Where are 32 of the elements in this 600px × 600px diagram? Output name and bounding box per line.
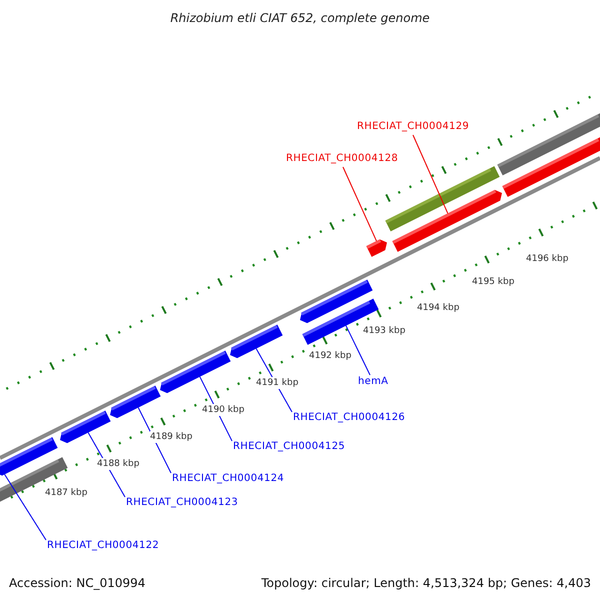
axis-label: 4192 kbp	[309, 350, 352, 362]
gene-label: RHECIAT_CH0004122	[47, 540, 160, 552]
leader-line	[4, 474, 46, 540]
leader-line	[342, 166, 377, 242]
gene-feature	[366, 239, 387, 257]
gene-feature	[0, 437, 58, 476]
gene-label: RHECIAT_CH0004129	[357, 121, 470, 133]
gene-label: RHECIAT_CH0004124	[172, 473, 284, 485]
axis-label: 4189 kbp	[150, 431, 192, 443]
gene-label: RHECIAT_CH0004126	[293, 412, 406, 424]
leader-line	[346, 325, 370, 376]
gene-feature	[60, 410, 111, 444]
gene-feature	[230, 324, 283, 358]
axis-label: 4196 kbp	[526, 253, 568, 265]
gene-label: RHECIAT_CH0004128	[286, 153, 398, 165]
axis-label: 4187 kbp	[45, 487, 88, 499]
axis-label: 4193 kbp	[363, 325, 406, 337]
gene-label: hemA	[358, 376, 388, 388]
axis-label: 4191 kbp	[256, 377, 298, 389]
gene-feature	[392, 190, 502, 252]
axis-label: 4190 kbp	[202, 404, 244, 416]
axis-label: 4195 kbp	[472, 276, 514, 288]
footer-text: Accession: NC_010994	[9, 576, 146, 591]
axis-label: 4188 kbp	[97, 458, 140, 470]
axis-label: 4194 kbp	[417, 302, 460, 314]
gene-label: RHECIAT_CH0004125	[233, 441, 346, 453]
title: Rhizobium etli CIAT 652, complete genome	[169, 12, 431, 24]
gene-label: RHECIAT_CH0004123	[126, 497, 238, 509]
footer-text: Topology: circular; Length: 4,513,324 bp; Genes: 4,403	[261, 576, 591, 591]
leader-line	[412, 134, 448, 214]
gene-feature	[110, 386, 161, 418]
gene-feature	[160, 350, 231, 394]
